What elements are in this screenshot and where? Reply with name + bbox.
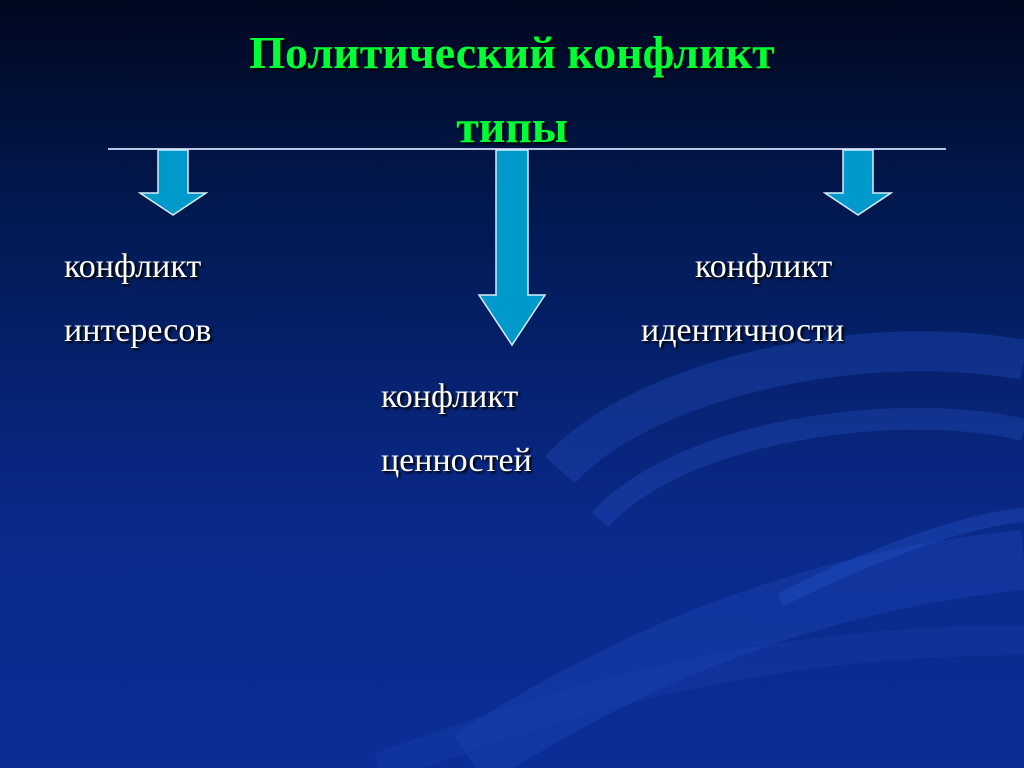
label-right-line1: конфликт (695, 248, 833, 285)
arrow-down-left-icon (138, 149, 208, 216)
horizontal-rule (108, 148, 946, 150)
slide-subtitle: типы (456, 101, 568, 152)
label-center-line2: ценностей (381, 442, 532, 479)
label-left-line2: интересов (64, 312, 212, 349)
label-left-line1: конфликт (64, 248, 202, 285)
label-center-line1: конфликт (381, 378, 519, 415)
slide-title: Политический конфликт (249, 27, 775, 78)
arrow-down-center-icon (477, 149, 547, 347)
arrow-down-right-icon (823, 149, 893, 216)
label-right-line2: идентичности (641, 312, 845, 349)
